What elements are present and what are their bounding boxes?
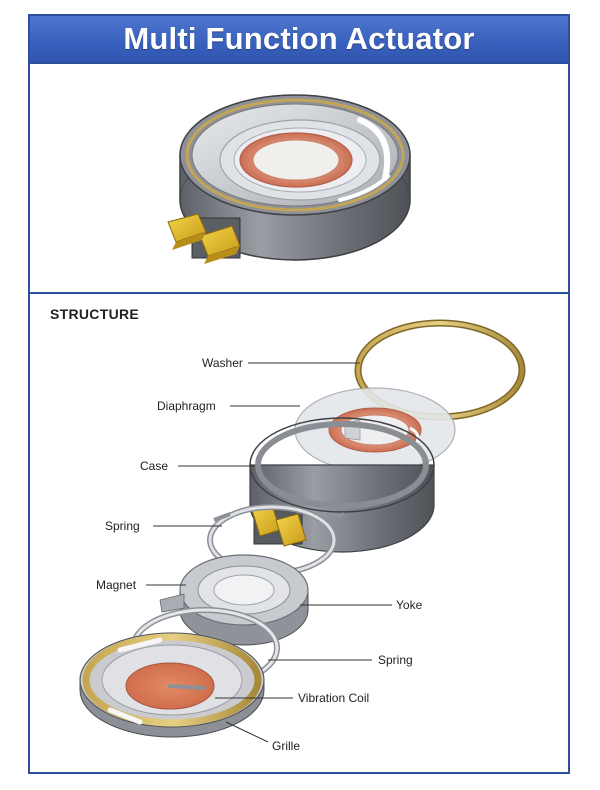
callout-diaphragm: Diaphragm xyxy=(157,399,216,413)
callout-case: Case xyxy=(140,459,169,473)
callout-grille: Grille xyxy=(272,739,301,753)
case-part xyxy=(249,417,435,553)
callout-yoke: Yoke xyxy=(396,598,423,612)
vibration-coil-part xyxy=(125,662,215,710)
structure-heading: STRUCTURE xyxy=(50,306,140,322)
callout-spring-bottom: Spring xyxy=(378,653,413,667)
callout-spring-top: Spring xyxy=(105,519,140,533)
leader-lines xyxy=(146,362,392,743)
section-divider xyxy=(30,292,568,294)
callout-vibration-coil: Vibration Coil xyxy=(298,691,370,705)
page-title: Multi Function Actuator xyxy=(123,21,475,56)
assembled-actuator xyxy=(167,94,411,264)
callout-washer: Washer xyxy=(202,356,243,370)
leader-grille xyxy=(225,721,269,743)
callout-magnet: Magnet xyxy=(96,578,137,592)
yoke-magnet-part xyxy=(159,554,309,646)
title-bar: Multi Function Actuator xyxy=(30,16,568,64)
